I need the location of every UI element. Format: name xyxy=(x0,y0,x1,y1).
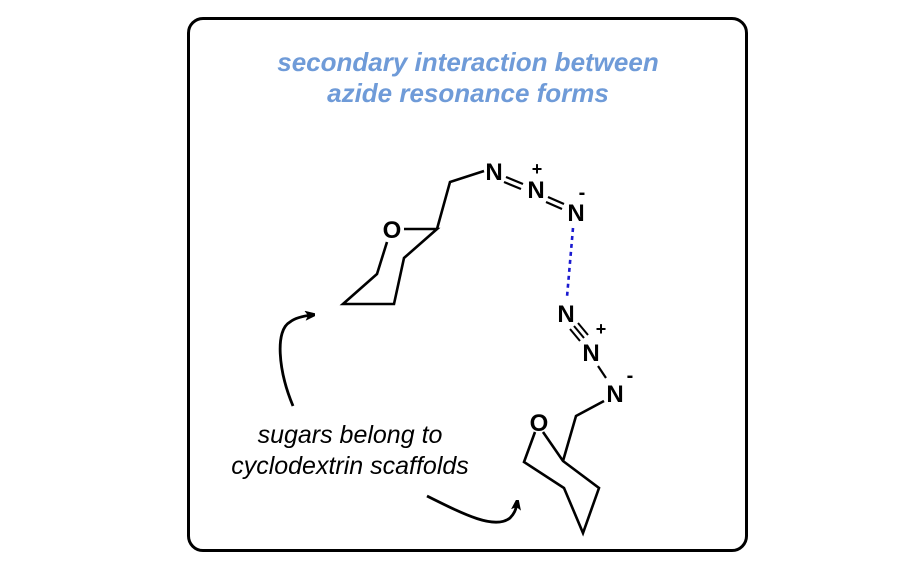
top-azide: N N N + - xyxy=(485,159,585,227)
bottom-sugar-ring xyxy=(522,399,605,537)
bottom-ring-bonds xyxy=(522,431,601,537)
top-azide-n3: N xyxy=(567,200,584,227)
top-azide-n2: N xyxy=(527,177,544,204)
bottom-azide-n-central: N xyxy=(582,340,599,367)
bottom-azide-plus-charge: + xyxy=(596,319,607,339)
top-azide-n1: N xyxy=(485,159,502,186)
caption-line-2: cyclodextrin scaffolds xyxy=(231,452,469,480)
title-line-2: azide resonance forms xyxy=(327,78,609,108)
top-azide-double-bond-1 xyxy=(503,175,524,191)
curved-arrow-to-top-sugar xyxy=(278,315,312,407)
bottom-ring-oxygen: O xyxy=(530,410,549,437)
title-line-1: secondary interaction between xyxy=(277,47,659,77)
rounded-frame xyxy=(187,17,748,552)
bottom-azide-single-bond xyxy=(597,365,607,379)
top-ch2-linker xyxy=(435,169,485,230)
bottom-azide-n-alpha: N xyxy=(606,381,623,408)
curved-arrow-to-bottom-sugar xyxy=(426,494,517,524)
caption-line-1: sugars belong to xyxy=(257,421,443,449)
bottom-azide: N N N + - xyxy=(557,301,633,408)
bottom-azide-triple-bond xyxy=(569,322,589,342)
secondary-interaction-dashed-line xyxy=(565,227,575,298)
top-sugar-ring xyxy=(339,169,485,306)
top-azide-double-bond-2 xyxy=(545,195,565,211)
top-azide-minus-charge: - xyxy=(579,182,586,204)
top-ring-oxygen: O xyxy=(383,217,402,244)
bottom-azide-minus-charge: - xyxy=(627,365,634,387)
bottom-azide-n-terminal: N xyxy=(557,301,574,328)
top-azide-plus-charge: + xyxy=(532,159,543,179)
bottom-ch2-linker xyxy=(561,399,605,462)
